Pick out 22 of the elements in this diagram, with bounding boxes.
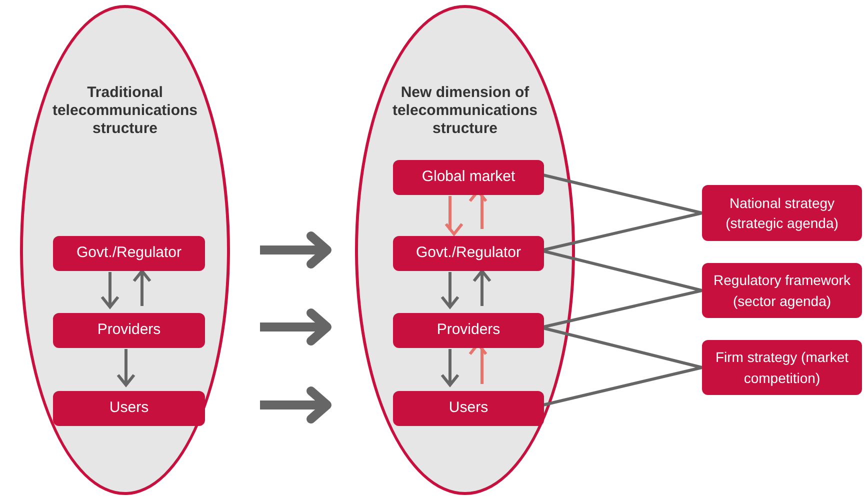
thick-arrow <box>260 308 332 346</box>
process-box: Global market <box>393 160 544 195</box>
arrow <box>132 270 152 306</box>
process-box: Govt./Regulator <box>53 236 205 271</box>
thick-arrow <box>260 386 332 424</box>
process-box: Firm strategy (market competition) <box>702 340 862 395</box>
arrow <box>440 272 460 308</box>
arrow <box>444 196 464 236</box>
arrow <box>116 349 136 386</box>
arrow <box>440 349 460 386</box>
thick-arrow <box>260 232 332 268</box>
process-box: Users <box>53 391 205 426</box>
process-box: Users <box>393 391 544 426</box>
arrow <box>100 272 120 308</box>
container-heading: New dimension of telecommunications structure <box>391 84 539 138</box>
process-box: Providers <box>393 313 544 348</box>
process-box: Providers <box>53 313 205 348</box>
process-box: Govt./Regulator <box>393 236 544 271</box>
container-heading: Traditional telecommunications structure <box>51 84 199 138</box>
process-box: National strategy (strategic agenda) <box>702 185 862 241</box>
process-box: Regulatory framework (sector agenda) <box>702 263 862 318</box>
arrow <box>472 270 492 306</box>
